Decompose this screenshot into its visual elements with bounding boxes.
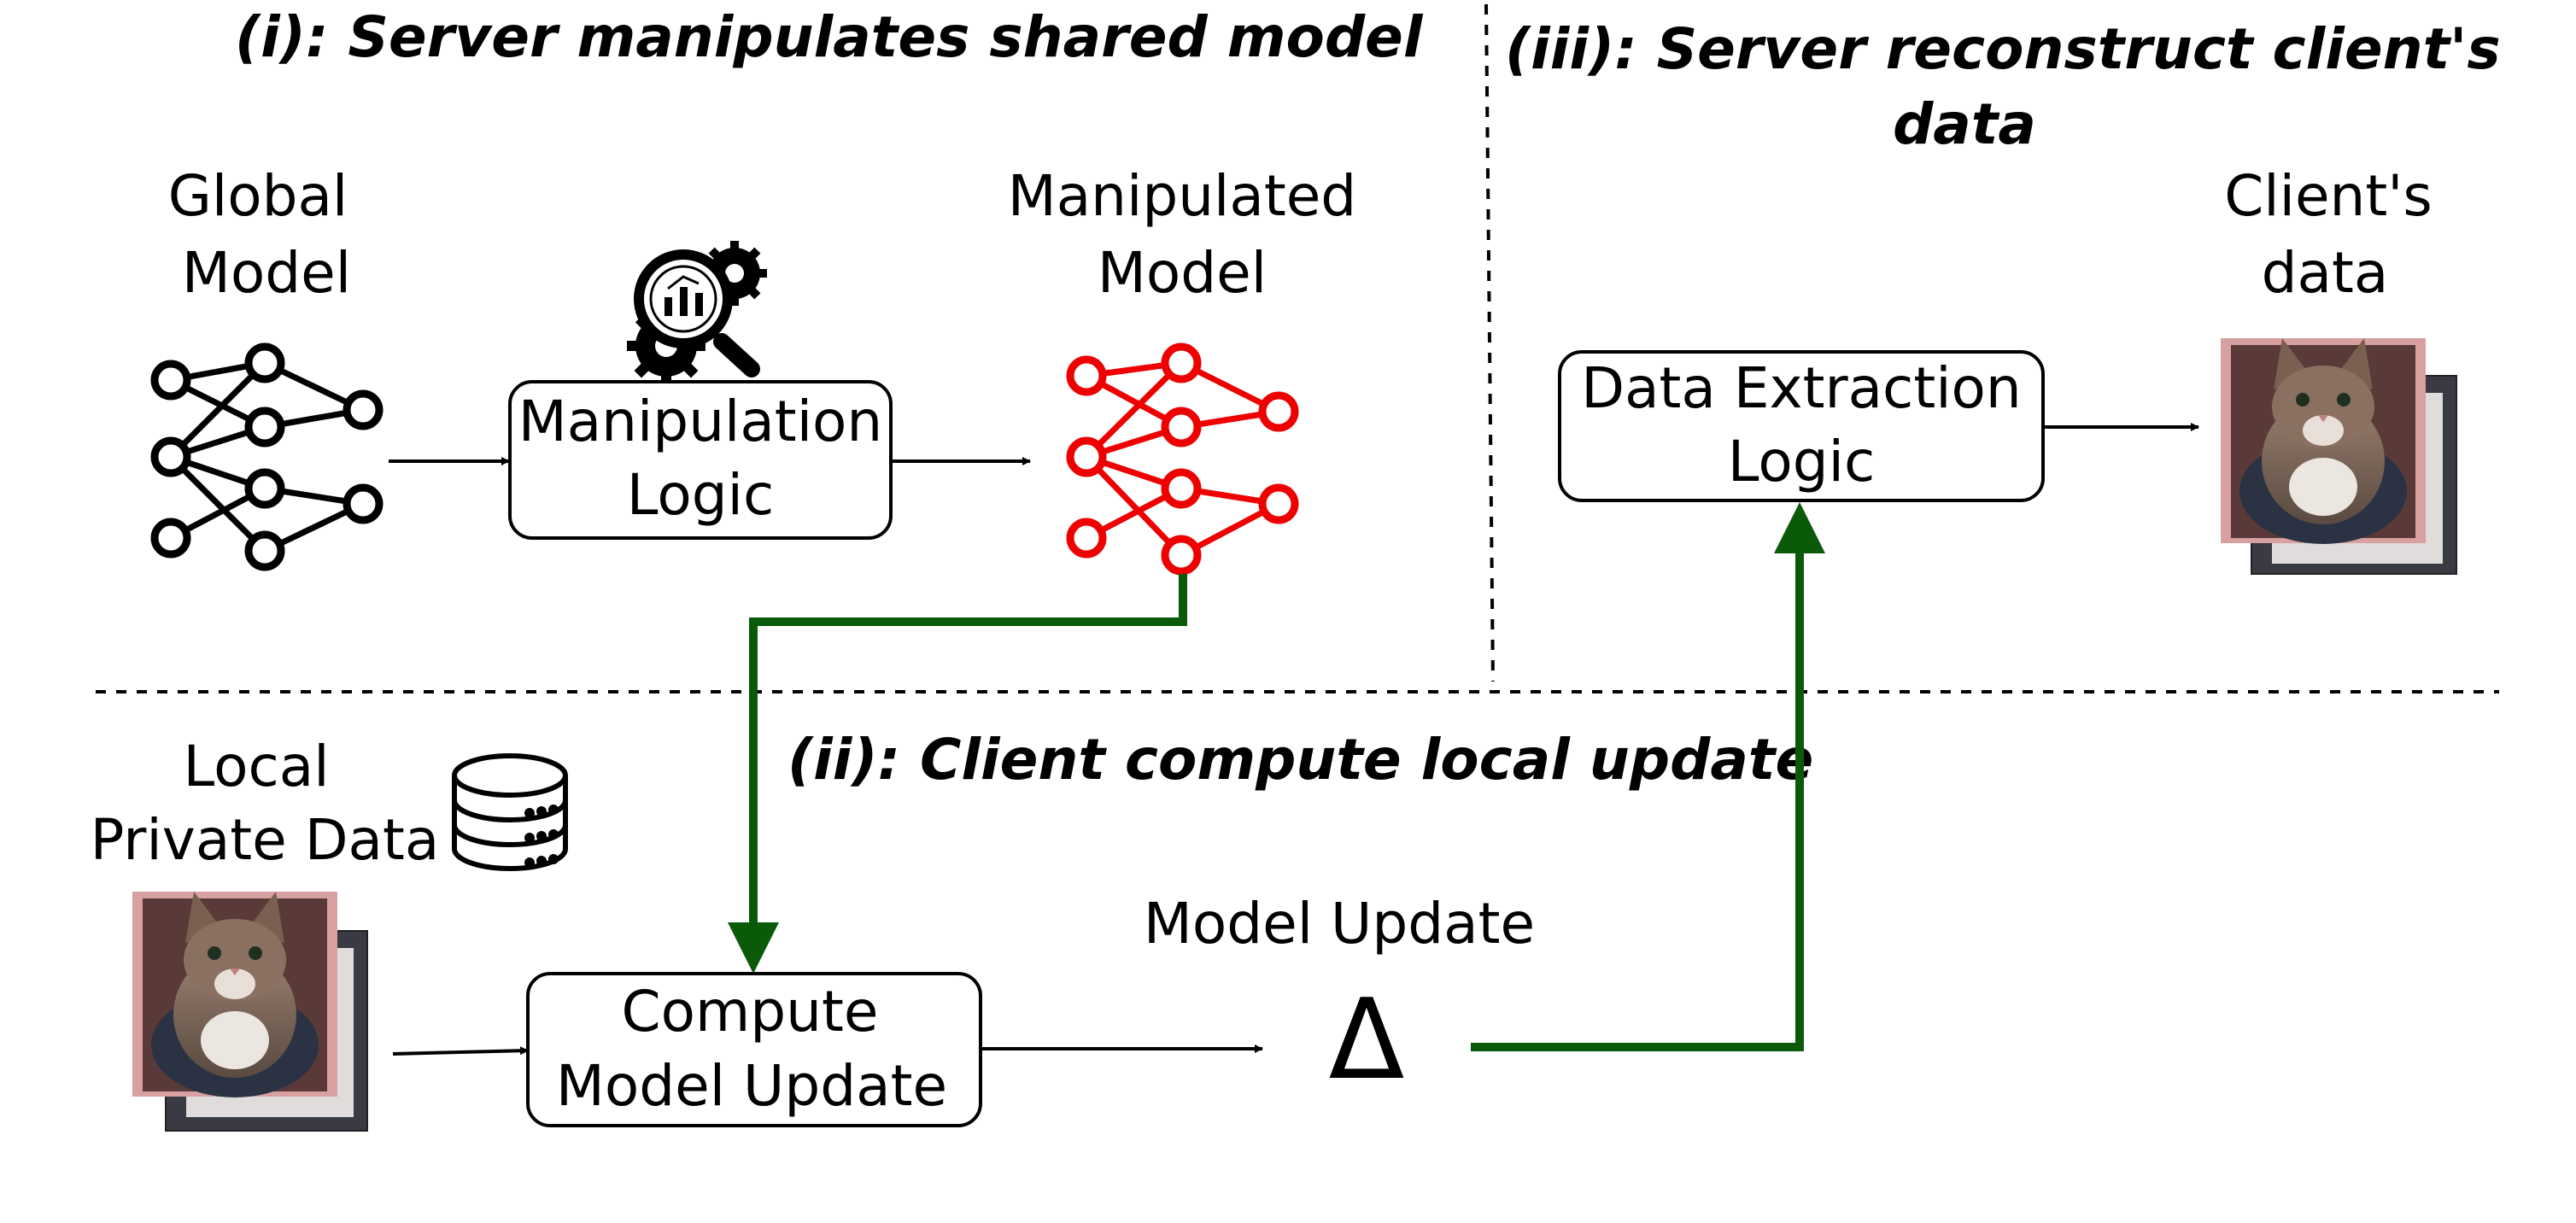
cat-photo-image	[132, 892, 337, 1097]
database-icon	[452, 753, 568, 871]
clients-data-label-line2: data	[2262, 240, 2389, 306]
arrow-delta-to-server-head	[1774, 502, 1825, 553]
data-extraction-label-line2: Logic	[1728, 429, 1876, 494]
compute-update-label-line2: Model Update	[556, 1053, 947, 1119]
manipulation-logic-label-line1: Manipulation	[518, 389, 883, 454]
arrow-model-to-client	[749, 574, 1187, 927]
phase3-heading-line2: data	[1893, 91, 2036, 157]
clients-data-label-line1: Client's	[2224, 163, 2433, 229]
manipulated-model-label-line2: Model	[1098, 240, 1267, 306]
arrow-delta-to-server	[1471, 547, 1804, 1051]
neural-network-icon	[150, 342, 383, 571]
local-data-label-line1: Local	[183, 734, 329, 799]
manipulated-neural-network-icon	[1066, 342, 1299, 576]
global-model-label-line1: Global	[168, 163, 348, 229]
delta-symbol: Δ	[1329, 974, 1405, 1104]
global-model-label-line2: Model	[182, 240, 351, 306]
model-update-label: Model Update	[1144, 891, 1535, 957]
phase3-heading-line1: (iii): Server reconstruct client's	[1505, 16, 2501, 82]
manipulation-logic-label-line2: Logic	[627, 462, 775, 528]
analytics-gears-icon	[627, 241, 767, 386]
arrow-data-to-compute	[392, 1046, 529, 1056]
phase1-heading: (i): Server manipulates shared model	[235, 4, 1424, 70]
compute-update-label-line1: Compute	[622, 979, 879, 1045]
clients-data-cat-images	[2221, 338, 2457, 575]
arrow-model-to-client-head	[728, 922, 779, 974]
data-extraction-label-line1: Data Extraction	[1581, 355, 2022, 421]
local-data-cat-images	[132, 892, 368, 1132]
manipulated-model-label-line1: Manipulated	[1008, 163, 1356, 229]
cat-photo-image	[2221, 338, 2426, 544]
vertical-divider	[1484, 3, 1495, 682]
phase2-heading: (ii): Client compute local update	[787, 727, 1813, 793]
local-data-label-line2: Private Data	[91, 807, 440, 873]
